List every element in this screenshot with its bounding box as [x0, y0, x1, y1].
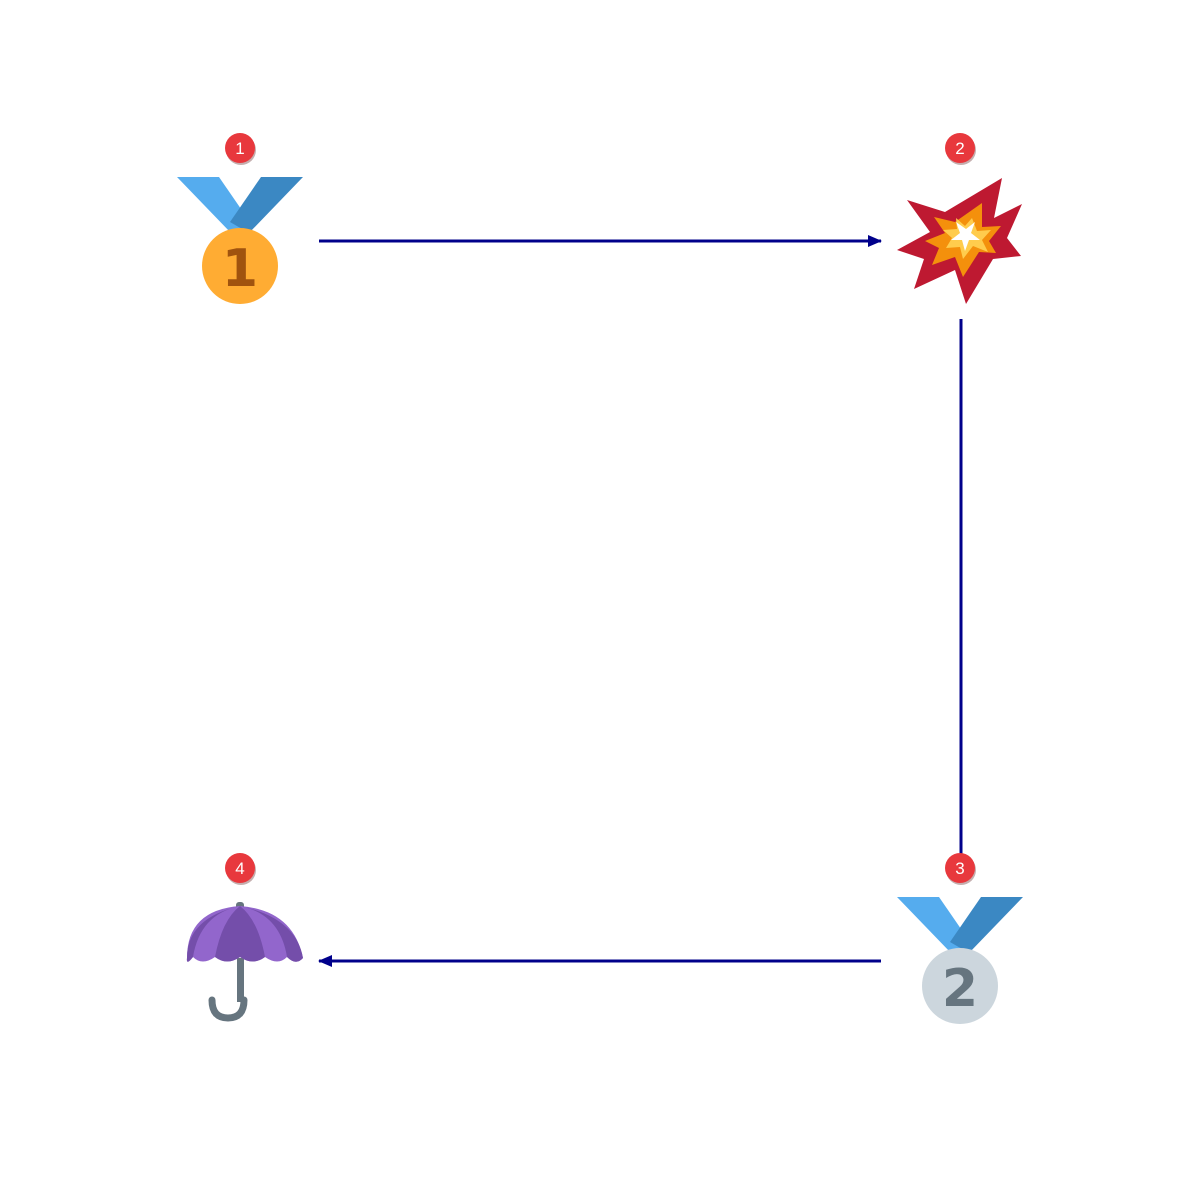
node-3: 2 3	[897, 853, 1023, 1024]
medal-number: 1	[222, 239, 258, 299]
node-2: 2	[897, 133, 1022, 304]
step-badge-label: 4	[235, 859, 244, 878]
second-place-medal-icon: 2	[897, 897, 1023, 1024]
step-badge: 2	[945, 133, 976, 165]
first-place-medal-icon: 1	[177, 177, 303, 304]
step-badge: 4	[225, 853, 256, 885]
node-4: 4	[186, 853, 303, 1022]
step-badge-label: 2	[955, 139, 964, 158]
step-badge-label: 3	[955, 859, 964, 878]
umbrella-icon	[186, 902, 303, 1022]
edges	[318, 235, 967, 967]
step-badge: 1	[225, 133, 256, 165]
node-1: 1 1	[177, 133, 303, 304]
collision-icon	[897, 178, 1022, 304]
step-badge: 3	[945, 853, 976, 885]
medal-number: 2	[942, 959, 978, 1019]
step-badge-label: 1	[235, 139, 244, 158]
